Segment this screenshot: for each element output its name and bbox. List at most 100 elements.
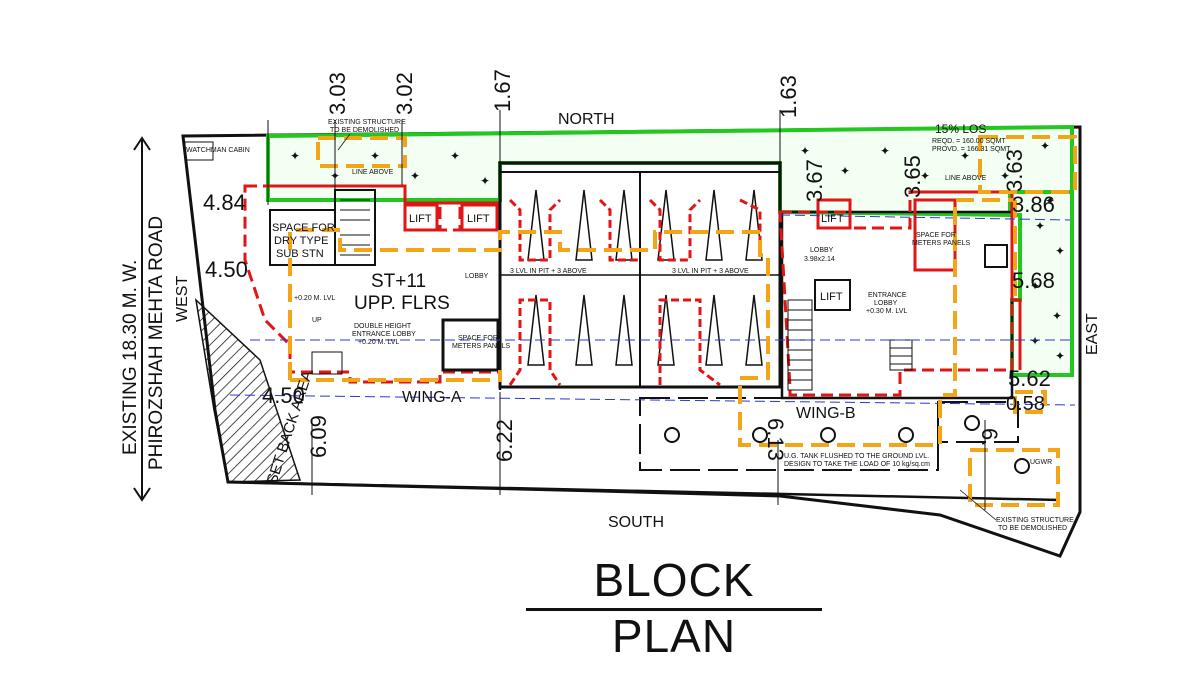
- svg-text:✦: ✦: [1000, 169, 1010, 183]
- wing-b-entrance-line2: LOBBY: [874, 300, 898, 307]
- wing-b-lobby-line2: 3.98x2.14: [804, 256, 835, 263]
- wing-a-label: WING-A: [402, 389, 462, 406]
- wing-a-up-label: UP: [312, 317, 322, 324]
- demolish-bottom-line2: TO BE DEMOLISHED: [998, 525, 1067, 532]
- svg-text:✦: ✦: [1035, 219, 1045, 233]
- entrance-lobby-line2: ENTRANCE LOBBY: [352, 331, 416, 338]
- lift-label-3: LIFT: [821, 213, 844, 225]
- svg-text:✦: ✦: [1040, 139, 1050, 153]
- road-label-line2: PHIROZSHAH MEHTA ROAD: [146, 216, 167, 470]
- setback-area: [194, 297, 302, 483]
- wing-b-label: WING-B: [796, 405, 856, 422]
- dimension-right-4: 3.86: [1012, 192, 1055, 217]
- svg-text:✦: ✦: [880, 144, 890, 158]
- tank-note-line1: U.G. TANK FLUSHED TO THE GROUND LVL.: [784, 453, 929, 460]
- west-label: WEST: [174, 276, 191, 322]
- los-note: 15% LOS REQD. = 160.00 SQMT PROVD. = 166…: [932, 122, 1011, 153]
- east-label: EAST: [1084, 313, 1101, 355]
- los-line1: REQD. = 160.00 SQMT: [932, 138, 1006, 145]
- wing-b-lobby-line1: LOBBY: [810, 247, 834, 254]
- dimension-top-2: 3.02: [392, 72, 417, 115]
- svg-text:✦: ✦: [920, 169, 930, 183]
- svg-text:✦: ✦: [1055, 244, 1065, 258]
- svg-text:✦: ✦: [1030, 334, 1040, 348]
- dimension-bottom-1: 6.09: [306, 415, 331, 458]
- dimension-right-3: 3.63: [1002, 149, 1027, 192]
- wing-a-solid-outline: [270, 184, 500, 205]
- wing-a-lobby-label: LOBBY: [465, 273, 489, 280]
- bottom-dimensions: 6.09 6.22 6.13 6.: [306, 415, 1002, 462]
- dimension-left-2: 4.50: [205, 257, 248, 282]
- dimension-right-5: 5.68: [1012, 268, 1055, 293]
- left-dimensions: 4.84 4.50 4.50: [203, 190, 305, 408]
- svg-text:✦: ✦: [1052, 309, 1062, 323]
- north-label: NORTH: [558, 111, 615, 128]
- dimension-lines: [267, 110, 986, 510]
- wing-a-meter-line2: METERS PANELS: [452, 343, 511, 350]
- dimension-bottom-3: 6.13: [763, 418, 788, 461]
- wing-a-meter-line1: SPACE FOR: [458, 335, 498, 342]
- entrance-lobby-line3: +0.20 M. LVL: [358, 339, 399, 346]
- svg-text:✦: ✦: [480, 174, 490, 188]
- substation-label-line3: SUB STN: [276, 248, 324, 260]
- los-line2: PROVD. = 166.31 SQMT: [932, 146, 1011, 153]
- top-dimensions: 3.03 3.02 1.67 1.63: [325, 69, 801, 118]
- watchman-label: WATCHMAN CABIN: [186, 147, 250, 154]
- wing-a-labels: ST+11 UPP. FLRS SPACE FOR DRY TYPE SUB S…: [272, 222, 511, 350]
- tank-note-line2: DESIGN TO TAKE THE LOAD OF 10 kg/sq.cm: [784, 461, 930, 468]
- lift-label-1: LIFT: [409, 213, 432, 225]
- south-wall-line: [227, 480, 1061, 502]
- block-plan-title: BLOCK PLAN: [526, 552, 822, 662]
- lift-labels: LIFT LIFT LIFT LIFT: [409, 213, 844, 303]
- parking-block: 3 LVL IN PIT + 3 ABOVE 3 LVL IN PIT + 3 …: [498, 161, 782, 389]
- dimension-right-1: 3.67: [802, 159, 827, 202]
- wing-b-entrance-line3: +0.30 M. LVL: [866, 308, 907, 315]
- wing-b-meter-line1: SPACE FOR: [916, 232, 956, 239]
- right-dimensions: 3.67 3.65 3.63 3.86 5.68 5.62 0.58: [802, 149, 1055, 415]
- svg-text:✦: ✦: [290, 149, 300, 163]
- svg-text:✦: ✦: [370, 149, 380, 163]
- dimension-top-4: 1.63: [776, 75, 801, 118]
- svg-text:✦: ✦: [1045, 194, 1055, 208]
- svg-text:✦: ✦: [960, 149, 970, 163]
- wing-b-entrance-line1: ENTRANCE: [868, 292, 907, 299]
- entrance-lobby-line1: DOUBLE HEIGHT: [354, 323, 412, 330]
- ugwr-label: UGWR: [1030, 459, 1052, 466]
- substation-label-line1: SPACE FOR: [272, 222, 335, 234]
- svg-text:✦: ✦: [450, 149, 460, 163]
- dimension-left-1: 4.84: [203, 190, 246, 215]
- substation-label-line2: DRY TYPE: [274, 235, 328, 247]
- demolish-bottom-line1: EXISTING STRUCTURE: [996, 517, 1074, 524]
- lift-label-4: LIFT: [820, 291, 843, 303]
- dimension-right-6: 5.62: [1008, 366, 1051, 391]
- svg-text:✦: ✦: [410, 169, 420, 183]
- floors-label-line1: ST+11: [371, 271, 426, 292]
- dimension-right-2: 3.65: [900, 155, 925, 198]
- parking-label-left: 3 LVL IN PIT + 3 ABOVE: [510, 268, 587, 275]
- dimension-bottom-4: 6.: [977, 428, 1002, 446]
- blue-setback-lines: [229, 214, 1076, 406]
- road-label: EXISTING 18.30 M. W. PHIROZSHAH MEHTA RO…: [120, 136, 167, 502]
- dimension-top-1: 3.03: [325, 72, 350, 115]
- demolish-top-line1: EXISTING STRUCTURE: [328, 119, 406, 126]
- ug-tank-manholes: [664, 415, 1030, 474]
- wing-a-level-mark: +0.20 M. LVL: [294, 295, 335, 302]
- wing-b-labels: LOBBY 3.98x2.14 ENTRANCE LOBBY +0.30 M. …: [804, 232, 971, 315]
- demolish-top-line2: TO BE DEMOLISHED: [330, 127, 399, 134]
- line-above-right: LINE ABOVE: [945, 175, 987, 182]
- dimension-bottom-2: 6.22: [492, 419, 517, 462]
- line-above-top: LINE ABOVE: [352, 169, 394, 176]
- dimension-right-7: 0.58: [1006, 393, 1045, 415]
- parking-label-right: 3 LVL IN PIT + 3 ABOVE: [672, 268, 749, 275]
- south-label: SOUTH: [608, 514, 664, 531]
- road-label-line1: EXISTING 18.30 M. W.: [120, 260, 141, 455]
- los-heading: 15% LOS: [935, 122, 986, 136]
- floors-label-line2: UPP. FLRS: [354, 293, 450, 314]
- dimension-left-3: 4.50: [262, 383, 305, 408]
- dimension-top-3: 1.67: [490, 69, 515, 112]
- wing-b-meter-line2: METERS PANELS: [912, 240, 971, 247]
- svg-text:✦: ✦: [800, 144, 810, 158]
- svg-text:✦: ✦: [840, 164, 850, 178]
- wing-a-interior: [269, 189, 502, 390]
